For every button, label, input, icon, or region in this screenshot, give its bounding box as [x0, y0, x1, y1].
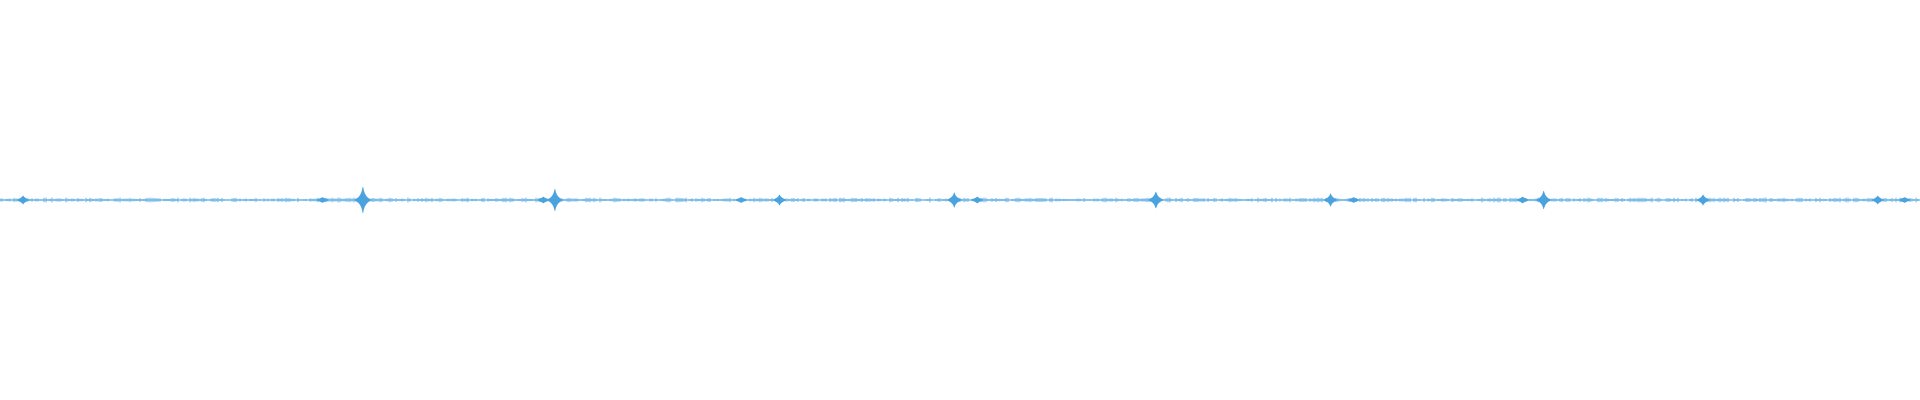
waveform-peak [1345, 197, 1362, 203]
waveform-peak [946, 191, 963, 209]
waveform-peak [545, 188, 565, 212]
waveform-peak [969, 196, 986, 204]
waveform-peak [353, 186, 373, 214]
waveform-peak [1695, 194, 1711, 206]
waveform-peak [1896, 197, 1913, 203]
waveform-peak [1147, 191, 1165, 209]
waveform-peaks [0, 186, 1919, 214]
waveform-peak [772, 194, 787, 206]
waveform-peak [1322, 193, 1339, 207]
waveform-peak [1514, 196, 1531, 204]
waveform-peak [14, 195, 32, 205]
waveform-peak [1869, 195, 1887, 205]
waveform-peak [733, 197, 749, 203]
waveform-peak [314, 197, 331, 203]
waveform-peak [1535, 190, 1553, 210]
